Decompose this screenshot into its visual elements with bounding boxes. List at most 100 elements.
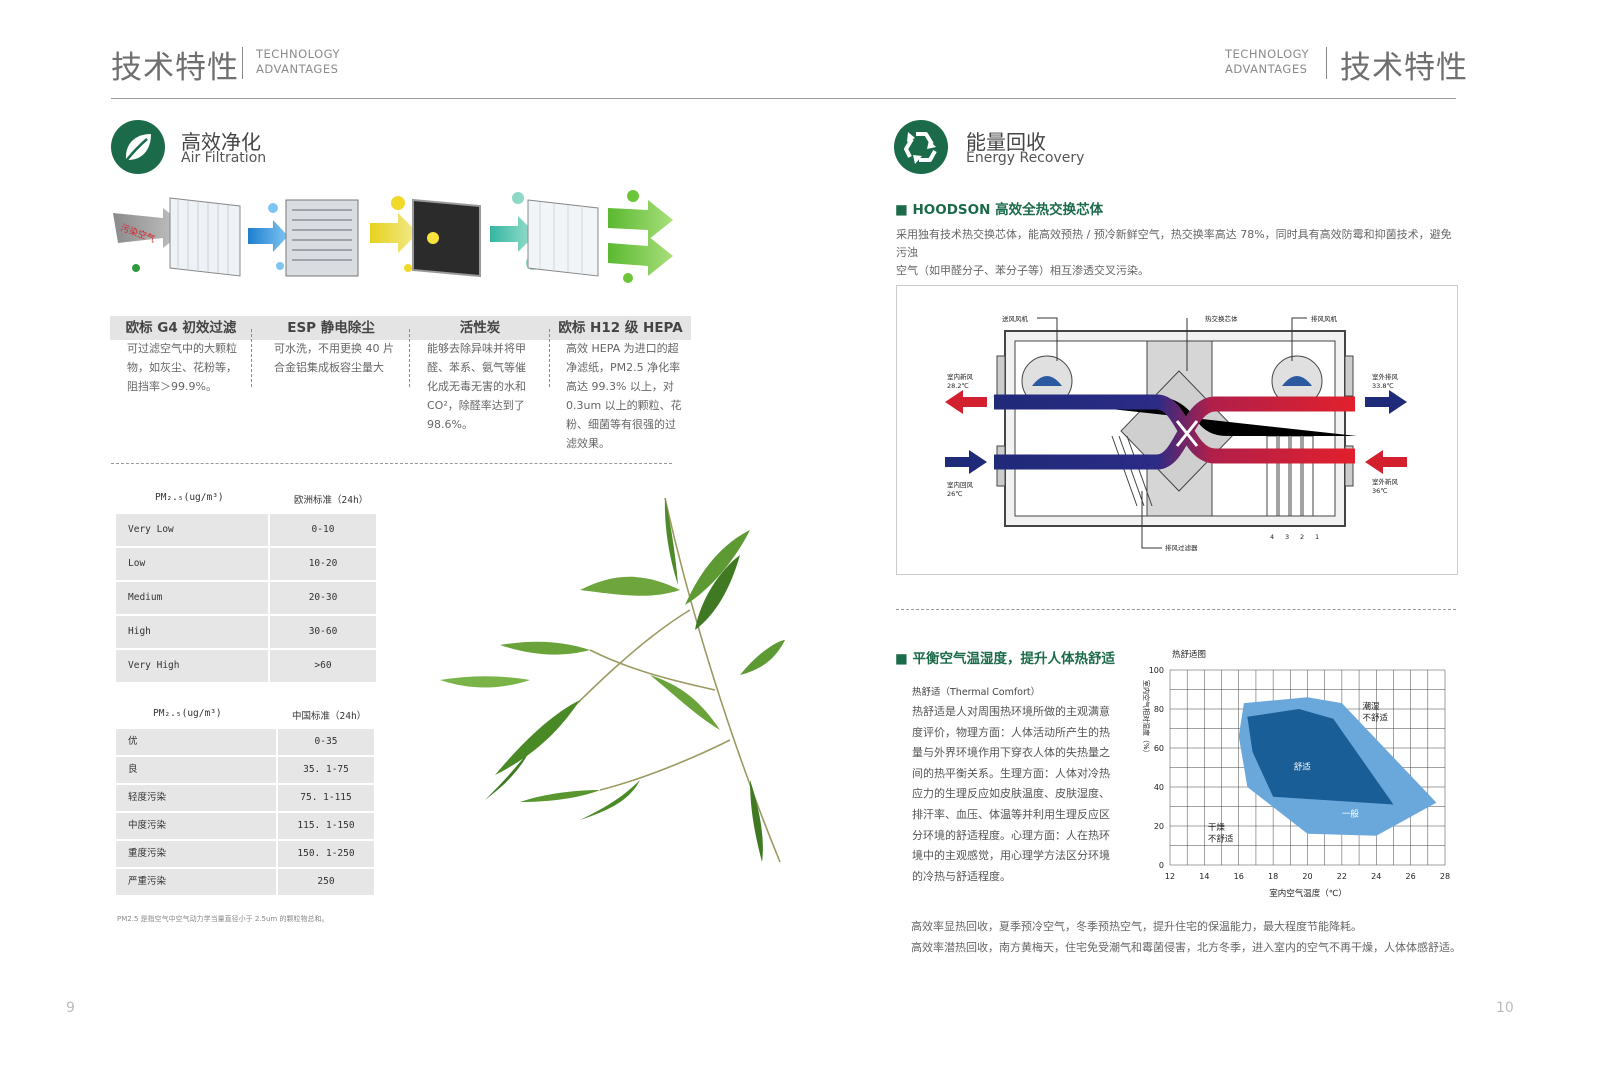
table-cell-value: 30-60 bbox=[308, 626, 338, 637]
section-subtitle-energy: Energy Recovery bbox=[966, 150, 1085, 166]
table-cell-label: 优 bbox=[128, 736, 138, 747]
filter-hepa-title: 欧标 H12 级 HEPA bbox=[558, 320, 683, 336]
filter-esp-title: ESP 静电除尘 bbox=[287, 320, 375, 336]
core-description: 采用独有技术热交换芯体，能高效预热 / 预冷新鲜空气，热交换率高达 78%，同时… bbox=[896, 228, 1452, 277]
column-divider bbox=[549, 329, 550, 387]
filter-illustration: 污染空气 bbox=[108, 188, 693, 288]
label-num: 1 bbox=[1315, 533, 1319, 541]
x-tick-label: 28 bbox=[1440, 872, 1450, 881]
header-rule bbox=[111, 98, 1456, 99]
table-cell-label: 重度污染 bbox=[128, 848, 167, 859]
table-cell-value: 150. 1-250 bbox=[297, 848, 355, 859]
page-number-left: 9 bbox=[66, 1000, 75, 1016]
table-cell-label: 严重污染 bbox=[128, 876, 167, 887]
y-tick-label: 20 bbox=[1154, 822, 1164, 831]
cell-divider bbox=[268, 582, 270, 614]
label-indoor-return-temp: 26℃ bbox=[947, 490, 963, 498]
section-title-energy: 能量回收 bbox=[966, 130, 1046, 154]
label-num: 2 bbox=[1300, 533, 1304, 541]
filter-carbon-title: 活性炭 bbox=[459, 320, 501, 336]
subheading-core: ■ HOODSON 高效全热交换芯体 bbox=[895, 202, 1104, 218]
table-cell-label: 轻度污染 bbox=[128, 792, 167, 803]
table-row: 严重污染 250 bbox=[116, 869, 374, 895]
table-cell-value: 250 bbox=[317, 876, 335, 887]
label-exhaust-fan: 排风风机 bbox=[1311, 314, 1338, 323]
table-cell-value: >60 bbox=[314, 660, 332, 671]
page-title-right: 技术特性 bbox=[1340, 50, 1468, 86]
y-axis-label: 室内空气相对湿度（%） bbox=[1142, 680, 1151, 757]
x-tick-label: 22 bbox=[1337, 872, 1347, 881]
cn-table-header-std: 中国标准（24h） bbox=[292, 711, 367, 722]
table-row: High 30-60 bbox=[116, 616, 376, 648]
y-tick-label: 40 bbox=[1154, 783, 1164, 792]
page-title-left: 技术特性 bbox=[111, 50, 239, 86]
section-divider bbox=[111, 463, 672, 464]
table-cell-value: 35. 1-75 bbox=[303, 764, 349, 775]
table-row: 重度污染 150. 1-250 bbox=[116, 841, 374, 867]
x-tick-label: 20 bbox=[1302, 872, 1312, 881]
table-cell-label: Very Low bbox=[128, 524, 174, 535]
table-cell-value: 115. 1-150 bbox=[297, 820, 355, 831]
filter-header-bar bbox=[110, 316, 691, 340]
header-divider bbox=[1326, 47, 1327, 79]
cell-divider bbox=[276, 729, 278, 755]
table-row: 优 0-35 bbox=[116, 729, 374, 755]
table-cell-label: Very High bbox=[128, 660, 180, 671]
heat-exchanger-diagram: 送风风机 热交换芯体 排风风机 室内新风 28.2℃ 室内回风 26℃ 室外排风… bbox=[896, 285, 1458, 575]
label-send-fan: 送风风机 bbox=[1002, 314, 1029, 323]
cell-divider bbox=[268, 548, 270, 580]
subheading-comfort: ■ 平衡空气温湿度，提升人体热舒适 bbox=[895, 651, 1115, 667]
filter-g4-desc: 可过滤空气中的大颗粒物，如灰尘、花粉等，阻挡率＞99.9%。 bbox=[127, 342, 237, 393]
cell-divider bbox=[276, 785, 278, 811]
eu-table-header-pm: PM₂.₅(ug/m³) bbox=[155, 492, 224, 503]
table-cell-label: 中度污染 bbox=[128, 820, 167, 831]
label-filter: 排风过滤器 bbox=[1165, 543, 1198, 552]
label-outdoor-fresh: 室外新风 bbox=[1372, 477, 1399, 486]
cell-divider bbox=[276, 757, 278, 783]
filter-esp-desc: 可水洗，不用更换 40 片合金铝集成板容尘量大 bbox=[274, 342, 394, 374]
x-tick-label: 16 bbox=[1234, 872, 1244, 881]
x-tick-label: 12 bbox=[1165, 872, 1175, 881]
bamboo-image bbox=[440, 490, 790, 870]
eu-table-header-std: 欧洲标准（24h） bbox=[294, 495, 369, 506]
leaf-icon bbox=[111, 120, 165, 174]
label-outdoor-exhaust-temp: 33.8℃ bbox=[1372, 382, 1394, 390]
bottom-description: 高效率显热回收，夏季预冷空气，冬季预热空气，提升住宅的保温能力，最大程度节能降耗… bbox=[911, 920, 1461, 954]
table-cell-label: Medium bbox=[128, 592, 163, 603]
cell-divider bbox=[268, 650, 270, 682]
section-divider bbox=[896, 609, 1456, 610]
comfort-region-1 bbox=[1247, 709, 1394, 805]
table-cell-value: 20-30 bbox=[308, 592, 338, 603]
table-cell-label: 良 bbox=[128, 764, 138, 775]
label-indoor-return: 室内回风 bbox=[947, 480, 974, 489]
y-tick-label: 0 bbox=[1159, 861, 1164, 870]
table-row: 良 35. 1-75 bbox=[116, 757, 374, 783]
column-divider bbox=[409, 329, 410, 387]
label-indoor-fresh-temp: 28.2℃ bbox=[947, 382, 969, 390]
table-cell-label: High bbox=[128, 626, 151, 637]
label-num: 4 bbox=[1270, 533, 1274, 541]
dry-label: 不舒适 bbox=[1208, 834, 1234, 845]
table-row: Medium 20-30 bbox=[116, 582, 376, 614]
cell-divider bbox=[276, 841, 278, 867]
table-cell-value: 0-10 bbox=[311, 524, 335, 535]
x-tick-label: 18 bbox=[1268, 872, 1278, 881]
dry-label: 干燥 bbox=[1208, 822, 1226, 833]
label-outdoor-exhaust: 室外排风 bbox=[1372, 372, 1399, 381]
cell-divider bbox=[276, 813, 278, 839]
cell-divider bbox=[268, 616, 270, 648]
cell-divider bbox=[268, 514, 270, 546]
label-outdoor-fresh-temp: 36℃ bbox=[1372, 487, 1388, 495]
humid-label: 潮湿 bbox=[1363, 701, 1381, 712]
table-cell-value: 0-35 bbox=[314, 736, 338, 747]
humid-label: 不舒适 bbox=[1363, 713, 1389, 724]
label-indoor-fresh: 室内新风 bbox=[947, 372, 974, 381]
table-cell-value: 10-20 bbox=[308, 558, 338, 569]
recycle-icon bbox=[894, 120, 948, 174]
section-title-air: 高效净化 bbox=[181, 130, 261, 154]
